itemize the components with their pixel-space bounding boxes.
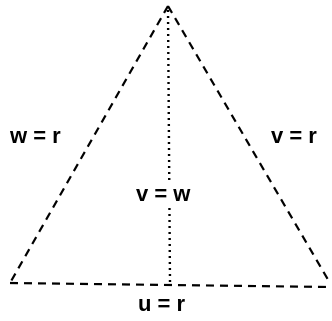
bottom-edge-label: u = r bbox=[138, 291, 186, 316]
right-edge-label: v = r bbox=[271, 123, 317, 148]
left-label-backing bbox=[9, 122, 81, 148]
median-label-backing bbox=[132, 180, 212, 206]
median-line bbox=[166, 9, 172, 284]
bottom-label-backing bbox=[136, 290, 206, 316]
median-label: v = w bbox=[136, 181, 191, 206]
right-edge bbox=[167, 5, 331, 284]
bottom-edge bbox=[9, 281, 331, 289]
right-label-backing bbox=[270, 122, 330, 148]
left-edge-label: w = r bbox=[9, 123, 61, 148]
left-edge bbox=[9, 5, 169, 284]
